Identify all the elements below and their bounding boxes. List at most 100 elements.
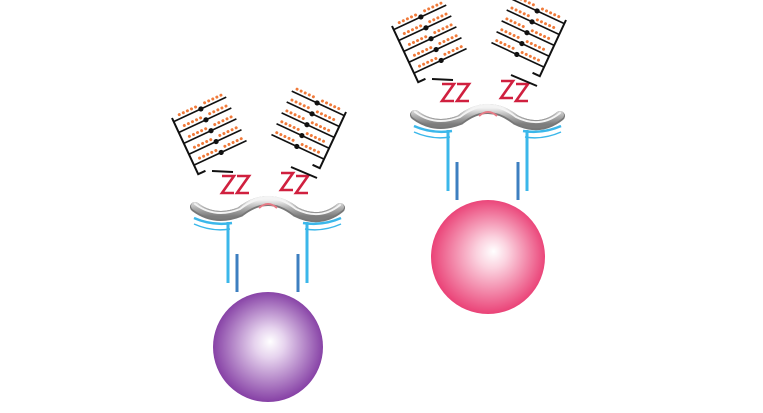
receptor-arc — [524, 131, 562, 139]
glycan-dot — [503, 42, 507, 46]
hinge-arc — [478, 111, 498, 117]
glycan-dot — [450, 36, 454, 40]
glycan-dot — [329, 103, 333, 107]
glycan-dot — [186, 122, 190, 126]
wave-highlight — [414, 105, 561, 124]
glycan-dot — [406, 30, 410, 34]
glycan-spine — [532, 19, 567, 78]
glycan-dot — [213, 123, 217, 127]
glycan-dot — [302, 104, 306, 108]
glycan-node — [418, 14, 424, 20]
glycan-node — [213, 138, 219, 145]
glycan-dot — [201, 141, 205, 145]
z-linker — [278, 171, 296, 192]
glycan-stem — [510, 74, 538, 87]
glycan-stem — [211, 170, 234, 173]
wave-highlight — [194, 197, 341, 216]
glycan-node — [203, 117, 209, 123]
glycan-dot — [441, 27, 445, 31]
glycan-dot — [214, 149, 218, 153]
glycan-dot — [514, 8, 518, 12]
glycan-dot — [449, 23, 453, 27]
glycan-node — [208, 128, 214, 134]
glycan-dot — [526, 14, 530, 18]
receptor-arc — [413, 131, 451, 139]
z-linker — [293, 174, 311, 195]
nanoparticle-sphere — [213, 292, 323, 402]
glycan-dot — [548, 24, 552, 28]
glycan-dot — [288, 124, 292, 128]
glycan-dot — [285, 109, 289, 113]
glycan-dot — [504, 30, 508, 34]
glycan-dot — [409, 15, 413, 19]
glycan-dot — [304, 144, 308, 148]
glycan-dot — [511, 46, 515, 50]
glycan-dot — [181, 111, 185, 115]
glycan-dot — [537, 45, 541, 49]
glycan-dot — [298, 102, 302, 106]
glycan-dot — [533, 43, 537, 47]
glycan-dot — [300, 143, 304, 147]
glycan-spine — [312, 111, 347, 170]
glycan-dot — [544, 22, 548, 26]
glycan-tree — [271, 87, 347, 170]
glycan-dot — [446, 38, 450, 42]
hinge-arc — [258, 203, 278, 209]
glycan-dot — [229, 115, 233, 119]
glycan-dot — [428, 20, 432, 24]
glycan-dot — [223, 144, 227, 148]
glycan-dot — [542, 47, 546, 51]
glycan-dot — [202, 154, 206, 158]
wave — [411, 104, 564, 129]
glycan-node — [433, 46, 439, 53]
glycan-dot — [279, 133, 283, 137]
glycan-dot — [333, 105, 337, 109]
glycan-dot — [225, 117, 229, 121]
glycan-dot — [208, 112, 212, 116]
glycan-dot — [445, 25, 449, 29]
z-linker — [498, 79, 516, 100]
glycan-dot — [417, 51, 421, 55]
glycan-dot — [196, 131, 200, 135]
glycan-dot — [216, 108, 220, 112]
glycan-dot — [312, 148, 316, 152]
glycan-dot — [518, 10, 522, 14]
glycan-dot — [530, 29, 534, 33]
glycan-node — [294, 143, 300, 150]
glycan-node — [438, 57, 444, 64]
glycan-dot — [284, 122, 288, 126]
glycan-dot — [443, 52, 447, 56]
z-linker — [219, 174, 237, 195]
glycan-node — [529, 19, 535, 25]
glycan-dot — [431, 5, 435, 9]
glycan-dot — [538, 33, 542, 37]
glycan-node — [299, 132, 305, 139]
wave — [191, 196, 344, 221]
glycan-dot — [310, 121, 314, 125]
glycan-dot — [200, 129, 204, 133]
receptor-arc — [193, 223, 231, 231]
glycan-dot — [407, 42, 411, 46]
purple-sphere-construct — [171, 87, 347, 402]
glycan-dot — [215, 95, 219, 99]
glycan-dot — [522, 12, 526, 16]
glycan-dot — [415, 26, 419, 30]
glycan-node — [304, 122, 310, 128]
glycan-dot — [301, 117, 305, 121]
glycan-dot — [507, 44, 511, 48]
glycan-dot — [187, 134, 191, 138]
glycan-dot — [521, 25, 525, 29]
glycan-dot — [425, 48, 429, 52]
glycan-dot — [211, 97, 215, 101]
glycan-node — [314, 100, 320, 106]
glycan-dot — [313, 135, 317, 139]
glycan-node — [514, 51, 520, 58]
glycan-stem — [290, 166, 318, 179]
glycan-node — [534, 8, 540, 14]
glycan-dot — [402, 31, 406, 35]
glycan-dot — [195, 118, 199, 122]
glycan-node — [524, 30, 530, 36]
glycan-dot — [182, 123, 186, 127]
glycan-dot — [230, 128, 234, 132]
